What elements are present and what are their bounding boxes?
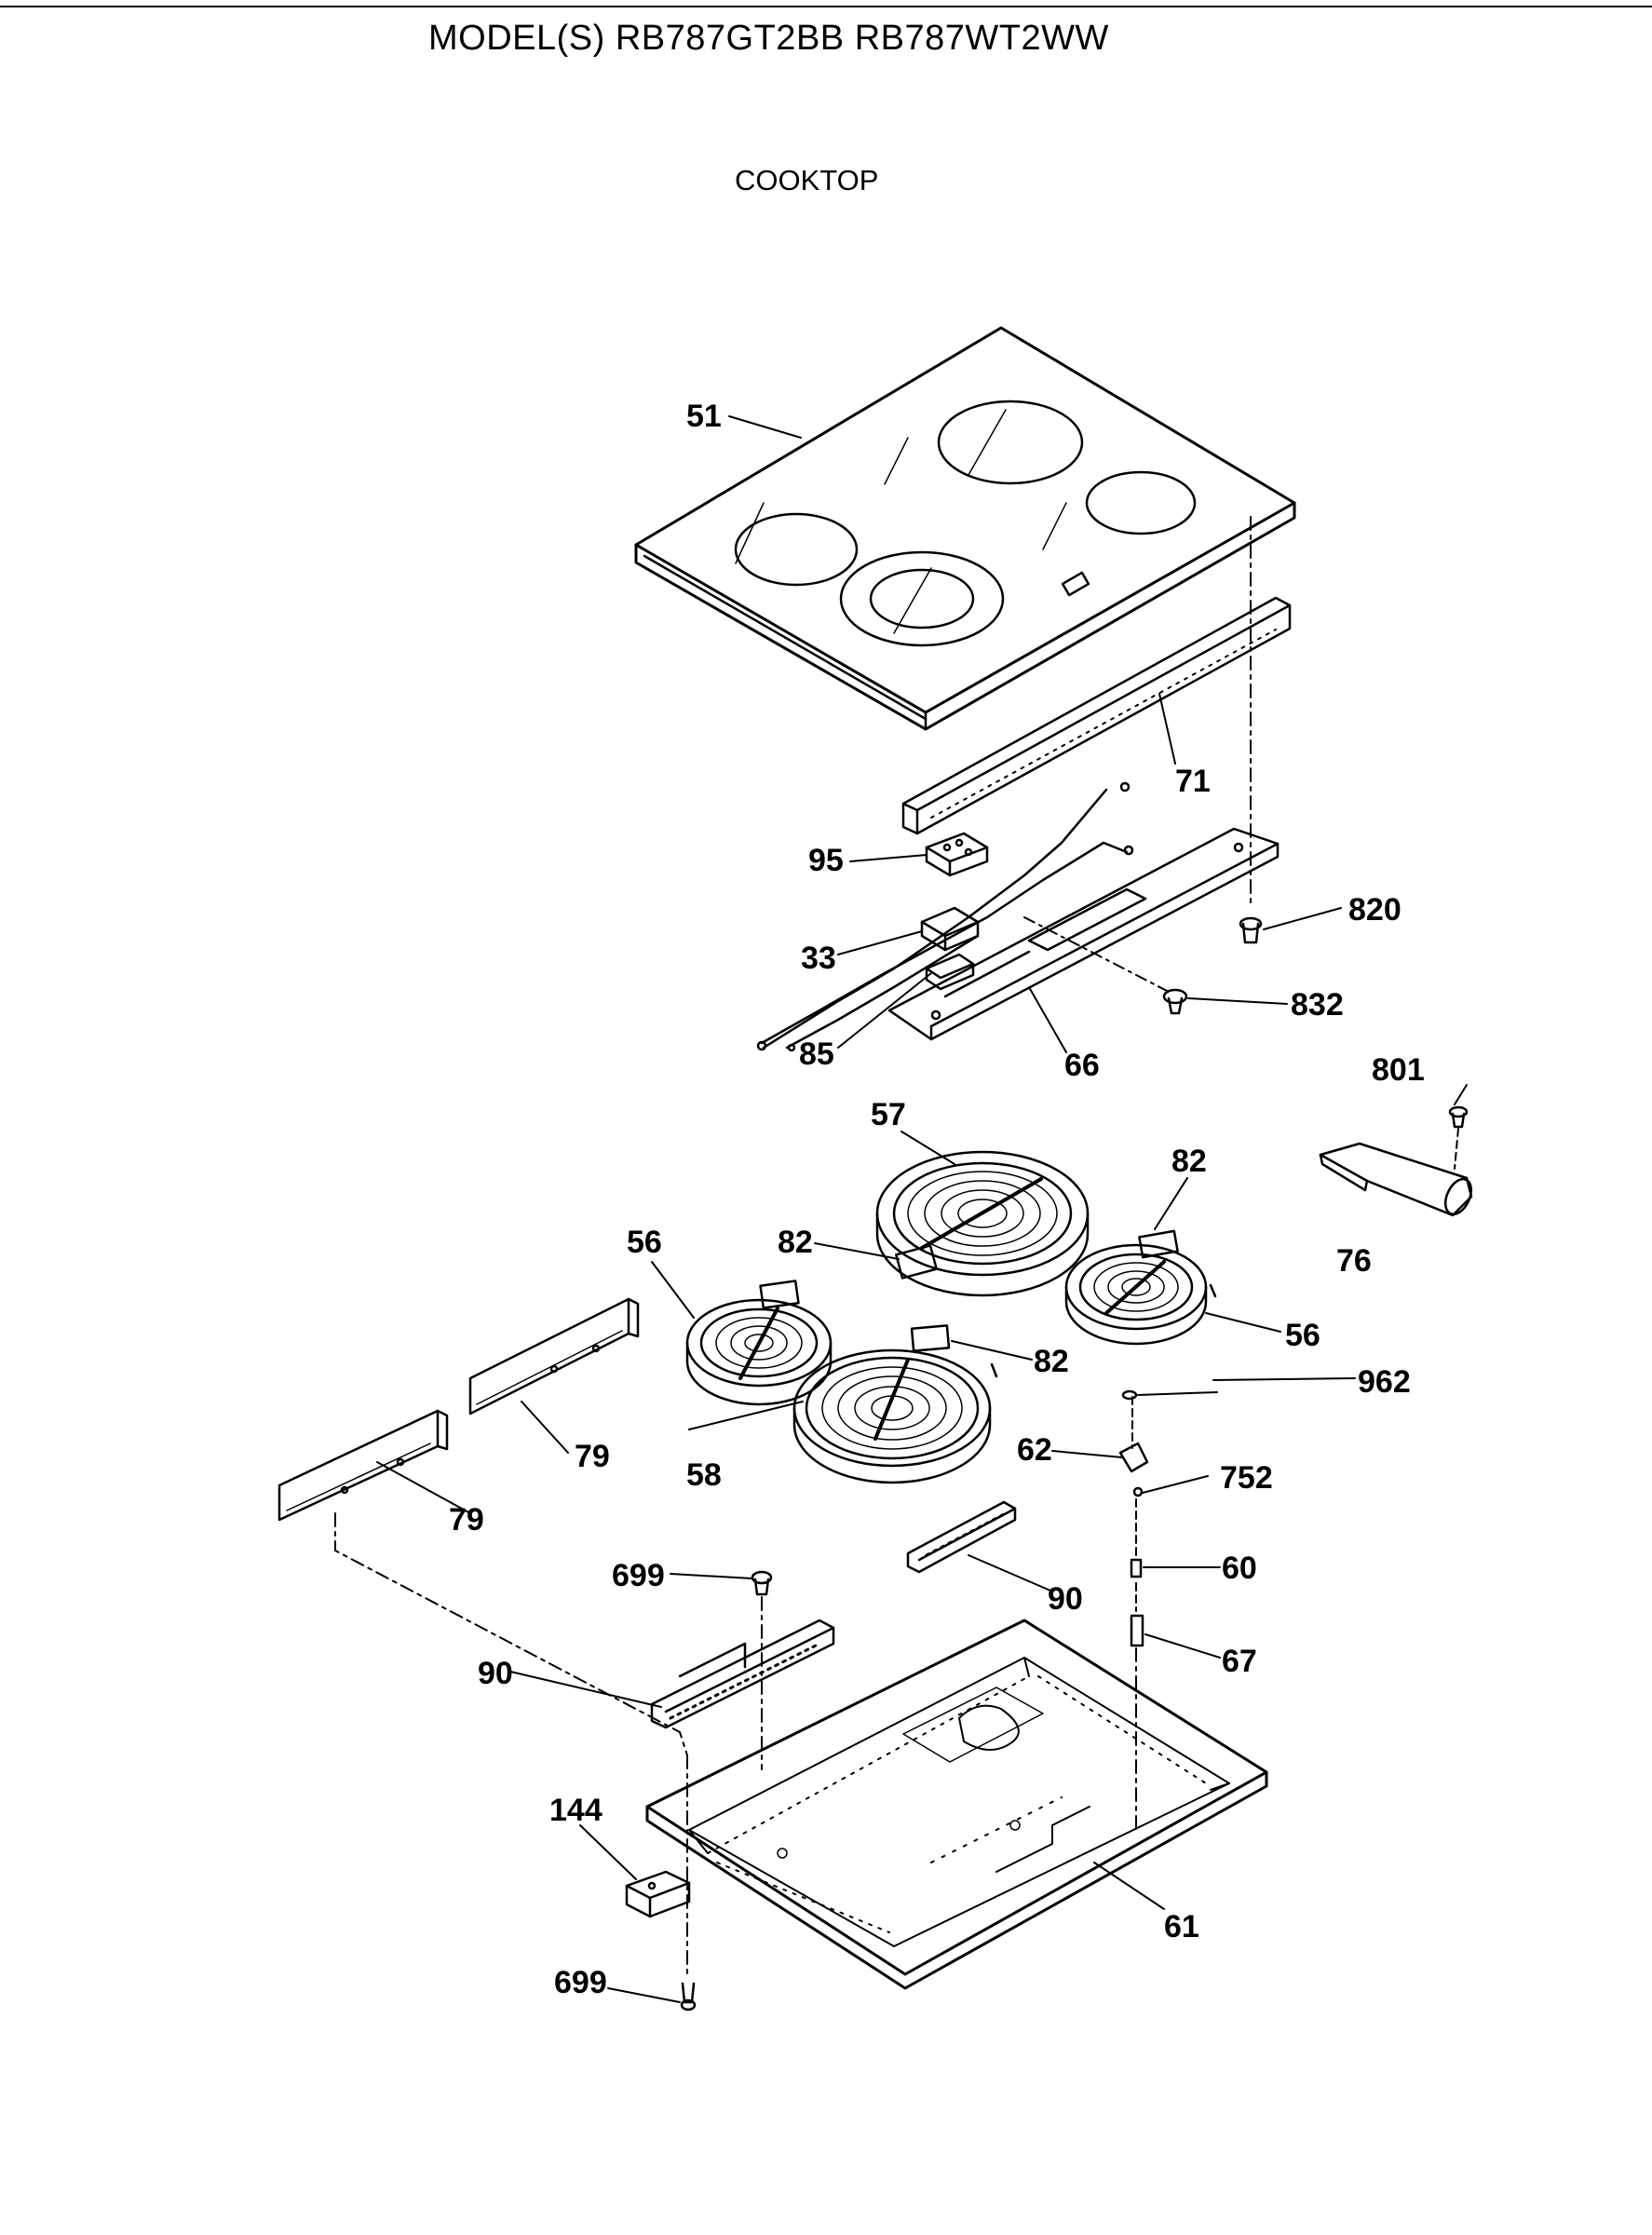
terminal-cover-part-76 (1319, 1142, 1473, 1217)
callout-label: 56 (627, 1225, 662, 1260)
callout-label: 90 (478, 1656, 513, 1691)
callout-label: 801 (1372, 1052, 1425, 1088)
surface-element-part-57 (875, 1150, 1090, 1297)
callout-label: 752 (1220, 1460, 1273, 1496)
screw-part-820 (1239, 516, 1263, 944)
screw-part-699-lower (680, 1754, 697, 2012)
callout-label: 66 (1064, 1048, 1100, 1083)
glass-cooktop-part-51 (634, 326, 1296, 731)
callout-label: 76 (1336, 1243, 1372, 1279)
callout-label: 820 (1348, 892, 1401, 928)
callout-label: 57 (871, 1097, 906, 1132)
callout-label: 832 (1291, 987, 1344, 1023)
callout-label: 67 (1222, 1644, 1257, 1679)
trim-bar-part-71 (901, 596, 1292, 835)
callout-label: 699 (612, 1558, 665, 1593)
callout-label: 85 (799, 1036, 834, 1072)
callout-label: 58 (686, 1457, 722, 1493)
callout-label: 95 (808, 843, 844, 878)
callout-label: 79 (449, 1502, 484, 1537)
callout-label: 82 (1034, 1344, 1069, 1379)
clip-part-144 (625, 1870, 691, 1918)
bracket-part-90-right (906, 1500, 1017, 1574)
trim-strip-part-79-lower (278, 1409, 449, 1522)
support-bracket-part-66 (887, 827, 1280, 1041)
page-title: MODEL(S) RB787GT2BB RB787WT2WW (428, 19, 1109, 58)
bracket-part-90-left (650, 1619, 835, 1729)
callout-label: 82 (778, 1225, 813, 1260)
callout-label: 79 (575, 1439, 610, 1474)
callout-label: 962 (1358, 1364, 1411, 1400)
section-title: COOKTOP (735, 164, 879, 196)
callout-labels: 51 71 95 33 85 66 820 832 801 57 82 82 8… (449, 399, 1425, 2000)
callout-label: 144 (549, 1793, 603, 1828)
block-part-95 (925, 832, 989, 877)
part-stack-962-67 (1118, 1389, 1149, 1831)
cooktop-pan-part-61 (645, 1619, 1268, 1990)
clip-part-85 (925, 953, 975, 991)
surface-element-part-56-left (685, 1280, 833, 1406)
callout-label: 90 (1048, 1581, 1083, 1617)
surface-element-part-58 (792, 1324, 998, 1484)
callout-label: 56 (1285, 1318, 1320, 1353)
screw-part-801 (1448, 1105, 1469, 1170)
top-rule (0, 6, 1652, 7)
guide-line-79 (334, 1512, 688, 1756)
callout-label: 60 (1222, 1551, 1257, 1586)
callout-label: 51 (686, 399, 722, 434)
callout-label: 61 (1164, 1909, 1199, 1944)
callout-label: 62 (1017, 1432, 1052, 1468)
callout-label: 82 (1171, 1144, 1207, 1179)
callout-label: 699 (554, 1965, 607, 2000)
trim-strip-part-79-upper (468, 1297, 640, 1416)
callout-label: 71 (1175, 764, 1211, 799)
screw-part-832 (1023, 916, 1188, 1015)
surface-element-part-56-right (1064, 1229, 1217, 1346)
leader-lines (376, 415, 1468, 2003)
callout-label: 33 (801, 941, 836, 976)
